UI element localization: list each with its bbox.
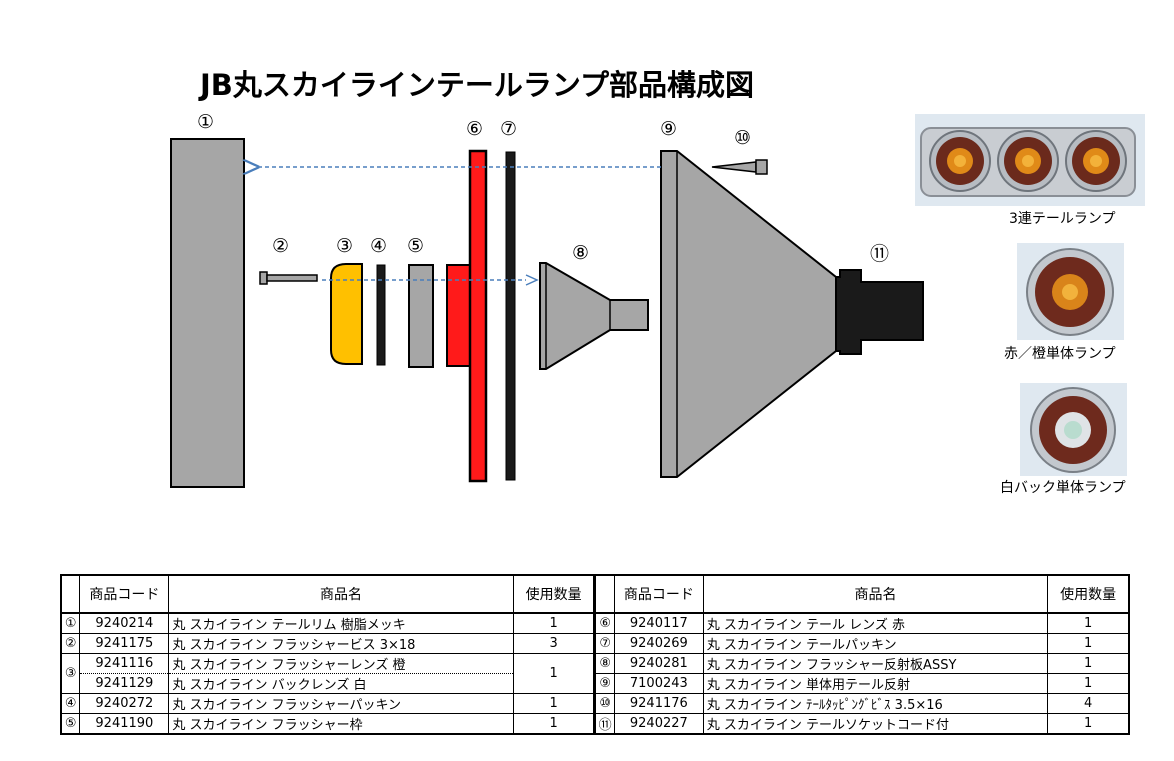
row-number: ② (60, 633, 81, 654)
row-number: ③ (60, 653, 81, 694)
triple-tail-lamp-photo (915, 114, 1145, 206)
quantity: 1 (512, 612, 597, 634)
part-11-socket-cord (835, 269, 924, 355)
header-name-right: 商品名 (702, 574, 1049, 614)
part-3-flasher-lens (330, 263, 363, 365)
product-code: 9240227 (613, 713, 704, 735)
callout-1: ① (197, 111, 215, 133)
assembly-arrowhead-lower (525, 274, 539, 286)
row-number: ⑧ (594, 653, 615, 674)
header-code-right: 商品コード (613, 574, 704, 614)
quantity: 1 (512, 713, 597, 735)
product-code: 9241190 (79, 713, 170, 735)
product-name: 丸 スカイライン テールソケットコード付 (702, 713, 1049, 735)
part-8-flasher-reflector (539, 262, 649, 370)
part-6-tail-lens-red (468, 149, 488, 483)
callout-4: ④ (370, 235, 388, 257)
part-9-tail-reflector (660, 150, 837, 478)
quantity: 1 (512, 693, 597, 714)
product-code: 7100243 (613, 673, 704, 694)
part-7-tail-packing (505, 151, 516, 481)
table-row: ① 9240214 丸 スカイライン テールリム 樹脂メッキ 1 ⑥ 92401… (60, 612, 1130, 634)
part-5-flasher-frame (408, 264, 434, 368)
product-name: 丸 スカイライン テールリム 樹脂メッキ (168, 612, 514, 634)
diagram-title: JB丸スカイラインテールランプ部品構成図 (200, 68, 755, 102)
quantity: 1 (1047, 673, 1130, 694)
row-number: ⑪ (594, 713, 615, 735)
product-name: 丸 スカイライン ﾃｰﾙﾀｯﾋﾟﾝｸﾞﾋﾞｽ 3.5×16 (702, 693, 1049, 714)
product-code: 9240281 (613, 653, 704, 674)
callout-8: ⑧ (572, 242, 590, 264)
red-orange-single-lamp-photo (1017, 243, 1124, 340)
callout-5: ⑤ (407, 235, 425, 257)
callout-2: ② (272, 235, 290, 257)
header-blank-left (60, 574, 81, 614)
product-code: 9241176 (613, 693, 704, 714)
part-10-tapping-screw (711, 159, 768, 175)
product-code: 9240272 (79, 693, 170, 714)
header-qty-right: 使用数量 (1047, 574, 1130, 614)
part-2-flasher-screw (259, 271, 318, 285)
row-number: ⑨ (594, 673, 615, 694)
product-name: 丸 スカイライン テールパッキン (702, 633, 1049, 654)
row-number: ① (60, 612, 81, 634)
quantity: 4 (1047, 693, 1130, 714)
table-row: ③ 9241116 丸 スカイライン フラッシャーレンズ 橙 1 ⑧ 92402… (60, 653, 1130, 694)
photo-caption-red-orange: 赤／橙単体ランプ (1004, 346, 1116, 362)
quantity: 1 (1047, 612, 1130, 634)
table-row: ④ 9240272 丸 スカイライン フラッシャーパッキン 1 ⑩ 924117… (60, 693, 1130, 714)
callout-10: ⑩ (734, 127, 752, 149)
quantity: 1 (512, 653, 597, 694)
product-name: 丸 スカイライン テール レンズ 赤 (702, 612, 1049, 634)
exploded-view (170, 138, 924, 488)
photo-caption-white-back: 白バック単体ランプ (1000, 480, 1126, 496)
callout-11: ⑪ (870, 243, 890, 265)
product-code: 9241116 (79, 653, 170, 674)
table-row: ⑤ 9241190 丸 スカイライン フラッシャー枠 1 ⑪ 9240227 丸… (60, 713, 1130, 735)
product-code: 9241175 (79, 633, 170, 654)
product-code: 9240269 (613, 633, 704, 654)
part-1-tail-rim (170, 138, 245, 488)
table-header-row: 商品コード 商品名 使用数量 商品コード 商品名 使用数量 (60, 574, 1130, 614)
row-number: ⑦ (594, 633, 615, 654)
product-name: 丸 スカイライン フラッシャーパッキン (168, 693, 514, 714)
quantity: 3 (512, 633, 597, 654)
part-4-flasher-packing (376, 264, 386, 366)
product-code: 9240214 (79, 612, 170, 634)
table-row: ② 9241175 丸 スカイライン フラッシャービス 3×18 3 ⑦ 924… (60, 633, 1130, 654)
product-name: 丸 スカイライン 単体用テール反射 (702, 673, 1049, 694)
product-name: 丸 スカイライン フラッシャー反射板ASSY (702, 653, 1049, 674)
product-name: 丸 スカイライン フラッシャー枠 (168, 713, 514, 735)
white-back-single-lamp-photo (1020, 383, 1127, 476)
row-number: ⑩ (594, 693, 615, 714)
row-number: ⑥ (594, 612, 615, 634)
callout-6: ⑥ (466, 118, 484, 140)
quantity: 1 (1047, 633, 1130, 654)
table-row: 9241129 丸 スカイライン バックレンズ 白 ⑨ 7100243 丸 スカ… (61, 673, 1130, 694)
header-code-left: 商品コード (79, 574, 170, 614)
callout-7: ⑦ (500, 118, 518, 140)
header-blank-right (594, 574, 615, 614)
product-name: 丸 スカイライン バックレンズ 白 (168, 673, 514, 694)
product-code: 9240117 (613, 612, 704, 634)
row-number: ⑤ (60, 713, 81, 735)
row-number: ④ (60, 693, 81, 714)
header-qty-left: 使用数量 (512, 574, 597, 614)
quantity: 1 (1047, 713, 1130, 735)
header-name-left: 商品名 (168, 574, 514, 614)
quantity: 1 (1047, 653, 1130, 674)
product-name: 丸 スカイライン フラッシャービス 3×18 (168, 633, 514, 654)
callout-9: ⑨ (660, 118, 678, 140)
product-code: 9241129 (79, 673, 170, 694)
parts-table: 商品コード 商品名 使用数量 商品コード 商品名 使用数量 ① 9240214 … (60, 574, 1130, 735)
photo-caption-triple: 3連テールランプ (1009, 211, 1116, 227)
product-name: 丸 スカイライン フラッシャーレンズ 橙 (168, 653, 514, 674)
callout-3: ③ (336, 235, 354, 257)
